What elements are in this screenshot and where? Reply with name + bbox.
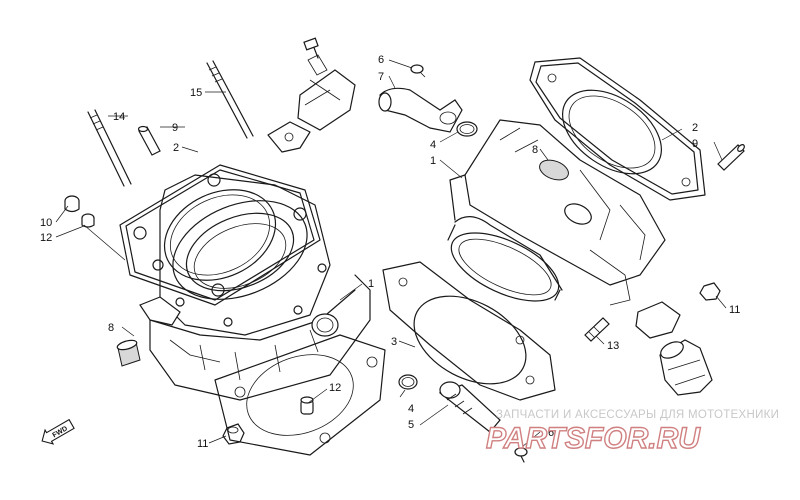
washer-12-bottom (300, 396, 314, 415)
base-gasket-3 (382, 261, 556, 401)
callout-1-right: 1 (430, 155, 436, 167)
washer-12-left (81, 213, 95, 228)
callout-8-left: 8 (108, 322, 114, 334)
head-gasket-left (119, 164, 321, 306)
cylinder-left (139, 174, 371, 401)
nut-11-right (699, 282, 721, 301)
callout-9-right: 9 (692, 138, 698, 150)
cylinder-right (447, 119, 666, 306)
callout-8-right: 8 (532, 144, 538, 156)
callout-13: 13 (607, 340, 619, 352)
screw-10 (64, 195, 80, 213)
callout-3: 3 (391, 336, 397, 348)
callout-9-left: 9 (172, 122, 178, 134)
stud-14 (87, 109, 132, 187)
fwd-label: FWD (52, 425, 69, 439)
watermark-text: ЗАПЧАСТИ И АКСЕССУАРЫ ДЛЯ МОТОТЕХНИКИ (496, 409, 779, 421)
dowel-9-right (717, 144, 745, 171)
elbow-5 (438, 381, 501, 433)
stud-15 (206, 60, 254, 139)
tensioner-left (267, 37, 356, 153)
callout-11-right: 11 (729, 304, 740, 316)
callout-14: 14 (113, 111, 125, 123)
base-gasket-left (214, 334, 386, 456)
callout-7: 7 (378, 71, 384, 83)
fwd-arrow-icon: FWD (41, 418, 75, 445)
callout-2-left: 2 (173, 142, 179, 154)
callout-12-left: 12 (40, 232, 52, 244)
callout-6-lower: 6 (548, 427, 554, 439)
screw-6-lower (514, 447, 528, 463)
callout-2-right: 2 (692, 122, 698, 134)
callout-1-left: 1 (368, 278, 374, 290)
dowel-9-left (137, 125, 161, 156)
elbow-7 (378, 87, 463, 133)
head-gasket-right (529, 57, 706, 201)
callout-5: 5 (408, 419, 414, 431)
callout-15: 15 (190, 87, 202, 99)
stud-13 (584, 317, 610, 342)
o-ring-4-upper (456, 121, 478, 137)
callout-12-bottom: 12 (329, 382, 341, 394)
plug-8-left (116, 339, 141, 367)
callout-6-upper: 6 (378, 54, 384, 66)
callout-4-upper: 4 (430, 139, 436, 151)
o-ring-4-lower (398, 374, 418, 390)
screw-6-upper (410, 64, 426, 78)
callout-11-bottom: 11 (197, 438, 208, 450)
tensioner-right (635, 301, 713, 396)
leader-lines (55, 59, 727, 448)
watermark-logo: PARTSFOR.RU (486, 422, 701, 455)
callout-10: 10 (40, 217, 52, 229)
callout-4-lower: 4 (408, 403, 414, 415)
